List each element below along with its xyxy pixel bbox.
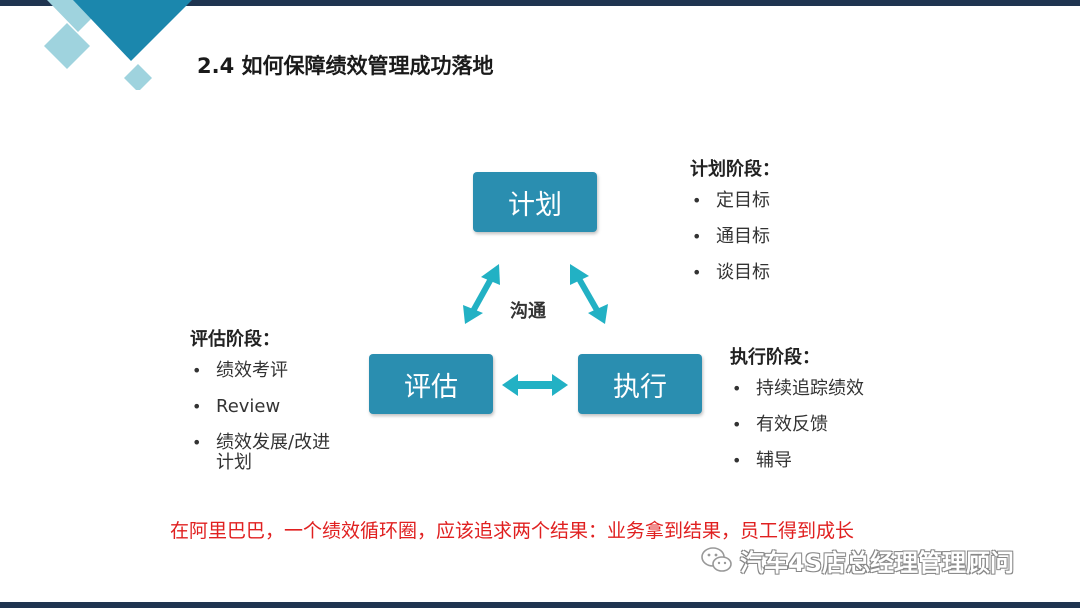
wechat-icon [701, 547, 732, 572]
watermark: 汽车4S店总经理管理顾问 [700, 545, 1014, 577]
list-item: 辅导 [730, 451, 930, 472]
conclusion-text: 在阿里巴巴，一个绩效循环圈，应该追求两个结果：业务拿到结果，员工得到成长 [170, 520, 855, 542]
plan-phase-block: 计划阶段： 定目标 通目标 谈目标 [690, 155, 890, 299]
evaluate-phase-block: 评估阶段： 绩效考评 Review 绩效发展/改进计划 [190, 325, 380, 489]
list-item: 定目标 [690, 191, 890, 212]
evaluate-execute-arrow [502, 374, 568, 396]
list-item: 有效反馈 [730, 415, 930, 436]
bottom-border-bar [0, 602, 1080, 608]
plan-stage-label: 计划 [508, 189, 562, 221]
corner-decoration [44, 0, 192, 90]
list-item: 绩效发展/改进计划 [190, 433, 346, 473]
plan-execute-arrow [570, 264, 608, 324]
list-item: 绩效考评 [190, 361, 380, 382]
execute-stage-label: 执行 [613, 371, 667, 403]
evaluate-phase-list: 绩效考评 Review 绩效发展/改进计划 [190, 361, 380, 473]
execute-phase-list: 持续追踪绩效 有效反馈 辅导 [730, 379, 930, 472]
evaluate-stage-label: 评估 [404, 371, 458, 403]
plan-phase-heading: 计划阶段： [690, 159, 780, 180]
execute-phase-heading: 执行阶段： [730, 347, 820, 368]
list-item: Review [190, 397, 380, 418]
communication-label: 沟通 [510, 301, 546, 322]
slide-title: 2.4 如何保障绩效管理成功落地 [197, 54, 494, 78]
plan-evaluate-arrow [463, 264, 500, 324]
evaluate-stage-box: 评估 [369, 354, 493, 414]
list-item: 谈目标 [690, 263, 890, 284]
list-item: 持续追踪绩效 [730, 379, 930, 400]
plan-stage-box: 计划 [473, 172, 597, 232]
execute-stage-box: 执行 [578, 354, 702, 414]
list-item: 通目标 [690, 227, 890, 248]
plan-phase-list: 定目标 通目标 谈目标 [690, 191, 890, 284]
watermark-text: 汽车4S店总经理管理顾问 [740, 548, 1014, 577]
top-border-bar [0, 0, 1080, 6]
execute-phase-block: 执行阶段： 持续追踪绩效 有效反馈 辅导 [730, 343, 930, 487]
evaluate-phase-heading: 评估阶段： [190, 329, 280, 350]
